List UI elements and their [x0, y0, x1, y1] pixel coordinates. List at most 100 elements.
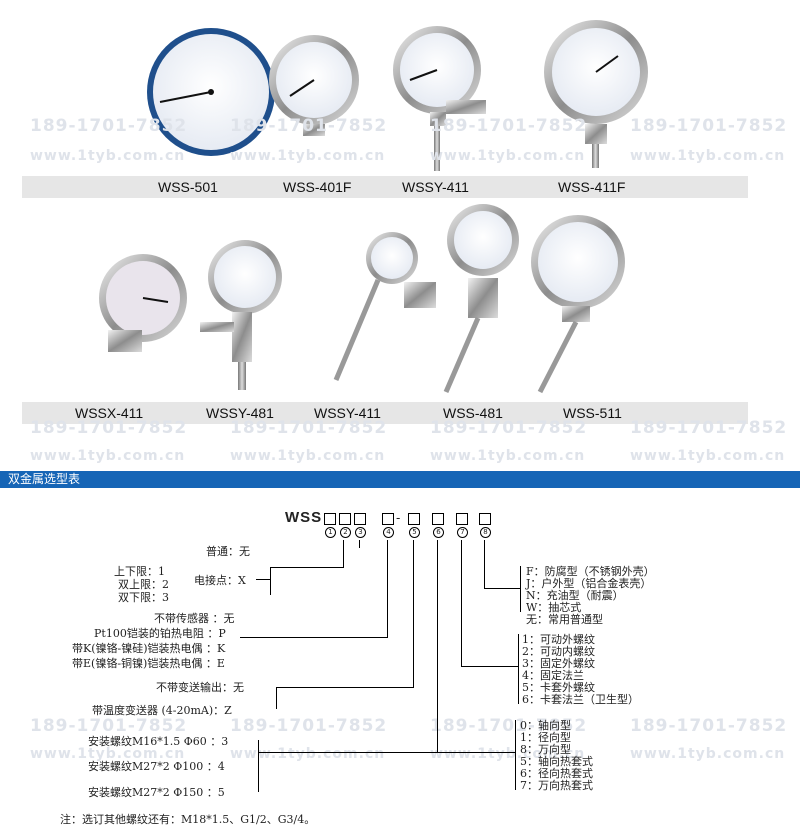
model-bar-row1 [22, 176, 748, 198]
option-type: 无：常用普通型 [526, 613, 603, 626]
watermark-url: www.1tyb.com.cn [230, 148, 386, 164]
gauge-wssy-411 [393, 26, 486, 171]
position-marker: 2 [340, 527, 351, 538]
watermark-phone: 189-1701-7852 [30, 418, 188, 438]
model-bar-row2 [22, 402, 748, 424]
connector-line [343, 540, 344, 568]
connector-line [256, 579, 270, 580]
option-structure: 1：径向型 [520, 731, 571, 744]
watermark-url: www.1tyb.com.cn [630, 746, 786, 762]
code-box [324, 513, 336, 525]
model-label: WSS-511 [563, 405, 622, 421]
code-box [354, 513, 366, 525]
watermark-url: www.1tyb.com.cn [230, 746, 386, 762]
option-type: F：防腐型（不锈钢外壳） [526, 565, 655, 578]
option-normal: 普通：无 [206, 545, 250, 558]
code-box [479, 513, 491, 525]
gauge-wssy-411-b [333, 232, 436, 381]
watermark-phone: 189-1701-7852 [430, 716, 588, 736]
option-install: 2：可动内螺纹 [522, 645, 595, 658]
code-dash: - [396, 510, 401, 525]
watermark-phone: 189-1701-7852 [230, 716, 388, 736]
connector-line [258, 740, 259, 792]
option-install: 3：固定外螺纹 [522, 657, 595, 670]
gauge-wssx-411 [99, 254, 187, 352]
watermark-url: www.1tyb.com.cn [430, 448, 586, 464]
watermark-url: www.1tyb.com.cn [430, 148, 586, 164]
gauge-wss-401f [269, 35, 359, 136]
watermark-url: www.1tyb.com.cn [630, 148, 786, 164]
position-marker: 4 [383, 527, 394, 538]
position-marker: 8 [480, 527, 491, 538]
watermark-phone: 189-1701-7852 [630, 418, 788, 438]
option-sensor: Pt100铠装的铂热电阻 ：P [94, 627, 226, 640]
code-prefix: WSS [285, 509, 323, 526]
option-install: 4：固定法兰 [522, 669, 584, 682]
gauge-wssy-481 [200, 240, 282, 390]
connector-line [276, 687, 414, 688]
connector-line [461, 540, 462, 666]
gauge-wss-511 [531, 215, 625, 394]
option-structure: 8：万向型 [520, 743, 571, 756]
model-label: WSS-401F [283, 179, 352, 195]
option-install: 6：卡套法兰（卫生型） [522, 693, 639, 706]
bracket-line [520, 566, 521, 612]
connector-line [437, 752, 515, 753]
watermark-phone: 189-1701-7852 [630, 716, 788, 736]
watermark-phone: 189-1701-7852 [630, 116, 788, 136]
model-label: WSSY-411 [402, 179, 469, 195]
code-box [382, 513, 394, 525]
option-install: 1：可动外螺纹 [522, 633, 595, 646]
connector-line [461, 666, 518, 667]
watermark-url: www.1tyb.com.cn [30, 746, 186, 762]
watermark-url: www.1tyb.com.cn [30, 148, 186, 164]
connector-line [484, 588, 520, 589]
option-type: W：抽芯式 [526, 601, 582, 614]
option-structure: 5：轴向热套式 [520, 755, 593, 768]
connector-line [240, 637, 388, 638]
gauge-wss-501 [147, 28, 275, 156]
option-sensor: 不带传感器 ：无 [154, 612, 235, 625]
code-box [456, 513, 468, 525]
watermark-phone: 189-1701-7852 [430, 116, 588, 136]
watermark-phone: 189-1701-7852 [430, 418, 588, 438]
connector-line [258, 752, 438, 753]
option-limit: 双下限：3 [118, 591, 169, 604]
watermark-phone: 189-1701-7852 [30, 116, 188, 136]
bracket-line [515, 720, 516, 790]
connector-line [437, 540, 438, 752]
connector-line [484, 540, 485, 588]
code-box [408, 513, 420, 525]
option-structure: 0：轴向型 [520, 719, 571, 732]
position-marker: 1 [325, 527, 336, 538]
code-box [432, 513, 444, 525]
option-dial: 安装螺纹M27*2 Φ100 ：4 [88, 760, 225, 773]
model-label: WSS-481 [443, 405, 503, 421]
section-title: 双金属选型表 [8, 472, 81, 486]
watermark-phone: 189-1701-7852 [230, 116, 388, 136]
model-label: WSSX-411 [75, 405, 144, 421]
option-type: J：户外型（铝合金表壳） [526, 577, 652, 590]
connector-line [359, 540, 360, 548]
section-header: 双金属选型表 [0, 471, 800, 488]
product-photos [99, 20, 648, 394]
code-box [339, 513, 351, 525]
model-label: WSS-411F [558, 179, 626, 195]
position-marker: 6 [433, 527, 444, 538]
option-dial: 安装螺纹M16*1.5 Φ60 ：3 [88, 735, 229, 748]
model-label: WSSY-481 [206, 405, 274, 421]
option-structure: 7：万向热套式 [520, 779, 593, 792]
option-structure: 6：径向热套式 [520, 767, 593, 780]
watermark-url: www.1tyb.com.cn [230, 448, 386, 464]
option-transmit: 带温度变送器 (4-20mA)：Z [92, 704, 232, 717]
gauge-wss-411f [544, 20, 648, 168]
model-label: WSSY-411 [314, 405, 381, 421]
watermark-url: www.1tyb.com.cn [30, 448, 186, 464]
option-sensor: 带E(镍铬-铜镍)铠装热电偶 ：E [72, 657, 225, 670]
watermark-url: www.1tyb.com.cn [430, 746, 586, 762]
footnote: 注：选订其他螺纹还有：M18*1.5、G1/2、G3/4。 [60, 813, 316, 826]
option-contact: 电接点：X [194, 574, 246, 587]
position-marker: 5 [409, 527, 420, 538]
watermark-phone: 189-1701-7852 [230, 418, 388, 438]
connector-line [276, 687, 277, 709]
